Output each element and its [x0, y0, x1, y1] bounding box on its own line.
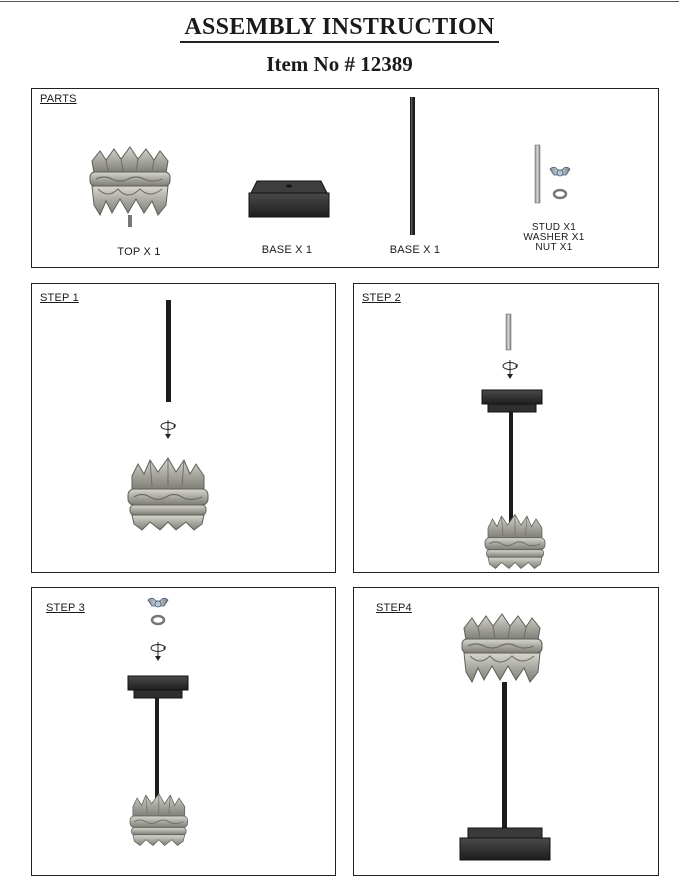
step-4-box: STEP4	[353, 587, 659, 876]
step-3-nut-image	[147, 597, 169, 626]
base-part-label: BASE X 1	[261, 244, 313, 256]
parts-section-label: PARTS	[40, 93, 77, 105]
stud-label: STUD X1	[531, 222, 577, 233]
step-1-box: STEP 1	[31, 283, 336, 573]
step-4-assembled-image	[459, 613, 551, 861]
step-2-rotate-icon	[502, 359, 519, 380]
base-part-image	[248, 180, 330, 218]
step-2-assembly-image	[481, 389, 546, 569]
step-3-label: STEP 3	[46, 602, 85, 614]
item-number: Item No # 12389	[266, 52, 413, 76]
step-3-rotate-icon	[150, 641, 167, 662]
step-1-pole-image	[166, 300, 171, 402]
step-2-box: STEP 2	[353, 283, 659, 573]
pole-part-label: BASE X 1	[389, 244, 441, 256]
step-2-label: STEP 2	[362, 292, 401, 304]
hardware-part-image	[534, 144, 571, 204]
pole-part-image	[410, 97, 415, 235]
top-part-label: TOP X 1	[117, 246, 161, 258]
top-part-image	[89, 146, 171, 227]
step-3-box: STEP 3	[31, 587, 336, 876]
document-title: ASSEMBLY INSTRUCTION	[0, 14, 679, 43]
hardware-part-labels: STUD X1 WASHER X1 NUT X1	[500, 223, 608, 253]
washer-label: WASHER X1	[523, 232, 585, 243]
step-2-stud-image	[505, 313, 512, 351]
step-3-assembly-image	[127, 675, 189, 846]
step-1-rotate-icon	[160, 419, 177, 440]
parts-box: PARTS TOP X 1 BASE X 1 BASE X 1 STUD X1 …	[31, 88, 659, 268]
step-1-top-image	[127, 457, 209, 531]
top-rule	[0, 1, 679, 2]
step-4-label: STEP4	[376, 602, 412, 614]
nut-label: NUT X1	[535, 242, 573, 253]
step-1-label: STEP 1	[40, 292, 79, 304]
